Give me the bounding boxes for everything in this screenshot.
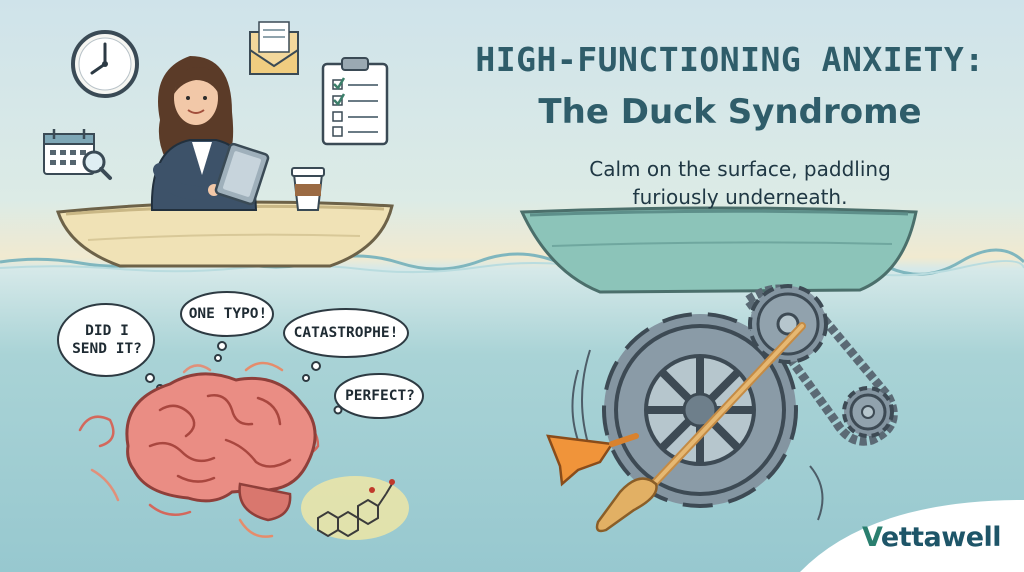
thought-bubble-one-typo xyxy=(180,291,274,337)
brand-logo: Vettawell xyxy=(862,522,1002,553)
thought-bubble-did-i-send-it xyxy=(57,303,155,377)
tablet-icon xyxy=(214,142,270,206)
clock-icon xyxy=(71,30,139,98)
thought-text-perfect: PERFECT? xyxy=(345,388,415,404)
thought-bubble-catastrophe xyxy=(283,308,409,358)
gear-icon xyxy=(842,386,894,438)
coffee-cup-icon xyxy=(291,167,325,211)
logo-backdrop xyxy=(800,500,1024,572)
checklist-icon xyxy=(321,57,389,146)
thought-text-one-typo: ONE TYPO! xyxy=(188,306,268,322)
thought-text-did-i-send-it: DID I SEND IT? xyxy=(62,322,152,358)
thought-text-line2: SEND IT? xyxy=(72,341,142,357)
thought-text-line1: DID I xyxy=(85,323,129,339)
thought-bubbles xyxy=(57,291,424,419)
page-title-line1: HIGH-FUNCTIONING ANXIETY: xyxy=(475,40,985,79)
right-boat xyxy=(519,206,918,294)
gear-icon xyxy=(602,312,798,508)
logo-wordmark: ettawell xyxy=(880,522,1002,553)
gear-mechanism xyxy=(571,284,898,521)
calendar-icon xyxy=(43,129,95,175)
brain-icon xyxy=(125,372,317,522)
logo-initial: V xyxy=(862,522,881,553)
thought-bubble-perfect xyxy=(334,373,424,419)
molecule-icon xyxy=(301,476,409,540)
page-title-line2: The Duck Syndrome xyxy=(538,92,922,132)
oar-icon xyxy=(595,322,806,533)
duck-foot-icon xyxy=(546,433,639,487)
magnifier-icon xyxy=(82,150,112,180)
subtitle-line1: Calm on the surface, paddling xyxy=(589,157,891,181)
envelope-icon xyxy=(249,21,299,75)
gear-icon xyxy=(748,284,828,364)
left-boat xyxy=(55,200,394,268)
subtitle-line2: furiously underneath. xyxy=(632,185,848,209)
page-subtitle: Calm on the surface, paddling furiously … xyxy=(540,155,940,211)
thought-text-catastrophe: CATASTROPHE! xyxy=(293,325,399,341)
